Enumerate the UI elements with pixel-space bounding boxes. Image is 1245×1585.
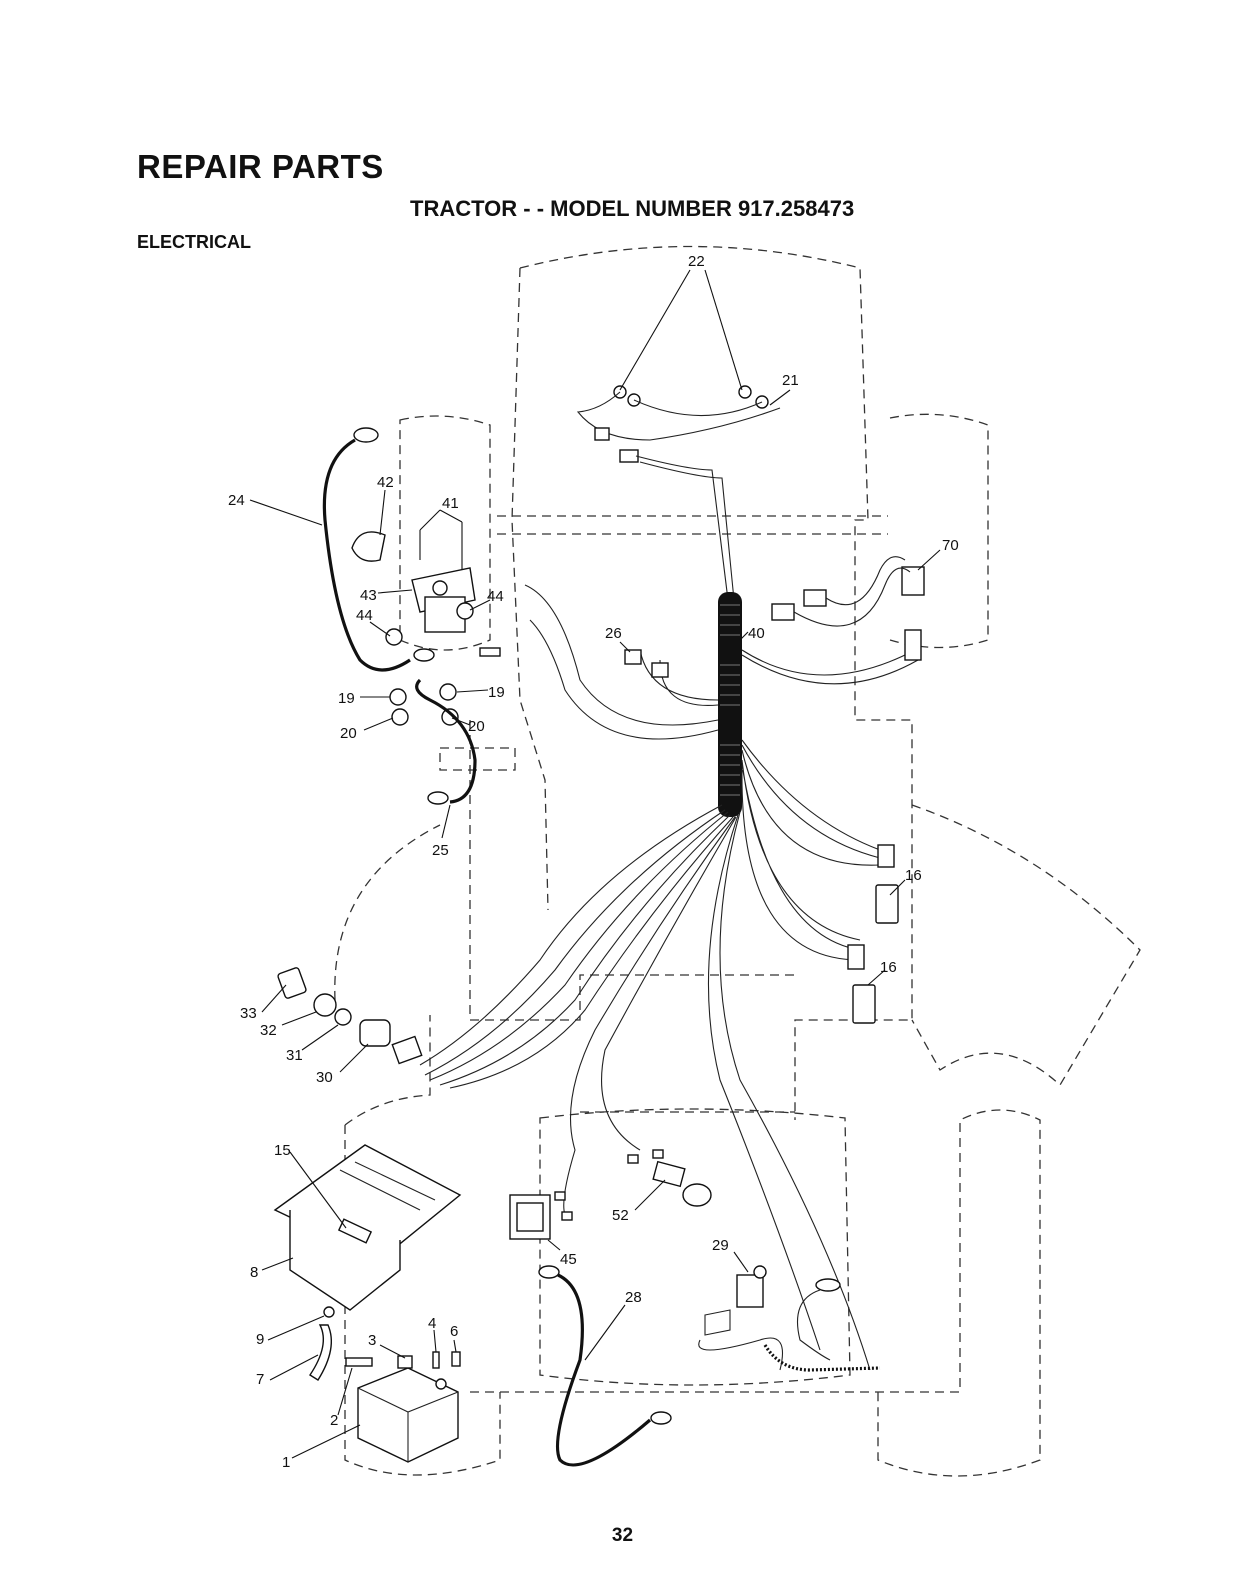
- connector-26: [625, 650, 668, 677]
- callout-26: 26: [605, 625, 622, 642]
- callout-42: 42: [377, 474, 394, 491]
- callout-28: 28: [625, 1289, 642, 1306]
- connector-16-lower: [848, 945, 875, 1023]
- callout-32: 32: [260, 1022, 277, 1039]
- connector-16-upper: [876, 845, 898, 923]
- main-wire-harness: [420, 585, 918, 1370]
- callout-29: 29: [712, 1237, 729, 1254]
- callout-41: 41: [442, 495, 459, 512]
- callout-31: 31: [286, 1047, 303, 1064]
- callout-19-left: 19: [338, 690, 355, 707]
- rear-harness: [699, 1279, 880, 1370]
- connector-52: [628, 1150, 711, 1206]
- callout-3: 3: [368, 1332, 376, 1349]
- callout-20-left: 20: [340, 725, 357, 742]
- callout-7: 7: [256, 1371, 264, 1388]
- callout-16-upper: 16: [905, 867, 922, 884]
- callout-45: 45: [560, 1251, 577, 1268]
- switch-29: [737, 1266, 766, 1307]
- callout-19-right: 19: [488, 684, 505, 701]
- callout-52: 52: [612, 1207, 629, 1224]
- callout-24: 24: [228, 492, 245, 509]
- callout-16-lower: 16: [880, 959, 897, 976]
- callout-43: 43: [360, 587, 377, 604]
- solenoid-assembly: [352, 522, 500, 725]
- callout-21: 21: [782, 372, 799, 389]
- callout-33: 33: [240, 1005, 257, 1022]
- headlight-harness: [578, 386, 780, 600]
- callout-22: 22: [688, 253, 705, 270]
- callout-9: 9: [256, 1331, 264, 1348]
- connector-70-harness: [772, 557, 924, 660]
- ground-cable-28: [539, 1266, 671, 1465]
- callout-40: 40: [748, 625, 765, 642]
- callout-6: 6: [450, 1323, 458, 1340]
- callout-2: 2: [330, 1412, 338, 1429]
- page-number: 32: [0, 1525, 1245, 1547]
- callout-20-right: 20: [468, 718, 485, 735]
- callout-25: 25: [432, 842, 449, 859]
- callout-15: 15: [274, 1142, 291, 1159]
- callout-1: 1: [282, 1454, 290, 1471]
- callout-4: 4: [428, 1315, 436, 1332]
- callout-70: 70: [942, 537, 959, 554]
- callout-30: 30: [316, 1069, 333, 1086]
- meter-45: [510, 1192, 572, 1239]
- callout-8: 8: [250, 1264, 258, 1281]
- callout-44-right: 44: [487, 588, 504, 605]
- callout-44-left: 44: [356, 607, 373, 624]
